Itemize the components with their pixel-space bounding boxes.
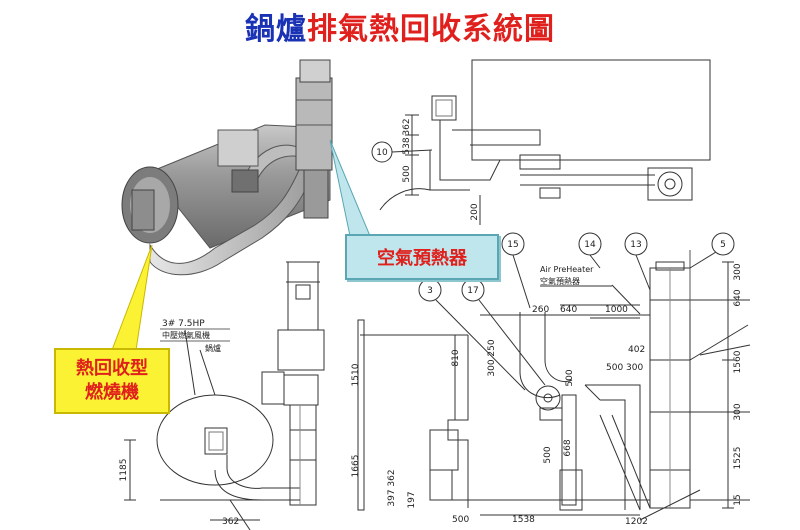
- dim-362-side: 362: [222, 517, 239, 527]
- dim-1000: 1000: [605, 305, 628, 315]
- fan-spec-label: 3# 7.5HP: [162, 319, 205, 329]
- balloon-10: 10: [371, 141, 433, 163]
- title-part-boiler: 鍋爐: [245, 12, 307, 47]
- air-preheater-pointer: [329, 139, 371, 237]
- dim-260: 260: [532, 305, 549, 315]
- dim-640: 640: [560, 305, 577, 315]
- dim-300-right: 300: [733, 403, 743, 420]
- dim-640-right: 640: [733, 289, 743, 306]
- heat-recovery-line-1: 熱回收型: [76, 358, 148, 379]
- balloon-13: 13: [624, 232, 651, 291]
- title-part-system: 排氣熱回收系統圖: [307, 12, 555, 47]
- balloon-5: 5: [689, 232, 735, 269]
- air-preheater-callout-text: 空氣預熱器: [377, 248, 467, 269]
- dim-500-bottom: 500: [452, 515, 469, 525]
- dim-197: 197: [407, 491, 417, 508]
- dim-397-362: 397 362: [387, 469, 397, 506]
- plan-view: [379, 59, 711, 225]
- heat-recovery-pointer: [111, 244, 153, 351]
- air-preheater-zh-label: 空氣預熱器: [540, 276, 580, 286]
- svg-text:5: 5: [720, 240, 726, 250]
- svg-text:15: 15: [507, 240, 518, 250]
- boiler-name-label: 鍋爐: [205, 343, 221, 353]
- system-drawing: 362 538 500 200 3# 7.5HP 中壓燃氣風機 鍋爐 1185 …: [111, 59, 751, 530]
- front-elevation: [357, 250, 751, 521]
- dim-1538: 1538: [512, 515, 535, 525]
- dim-362-plan: 362: [402, 118, 412, 135]
- dim-15: 15: [733, 494, 743, 505]
- fan-name-label: 中壓燃氣風機: [162, 330, 210, 340]
- svg-text:10: 10: [376, 148, 388, 158]
- balloon-17: 17: [461, 278, 546, 386]
- svg-text:14: 14: [584, 240, 596, 250]
- dim-500-vert: 500: [565, 369, 575, 386]
- svg-text:17: 17: [467, 286, 478, 296]
- dim-500-lower: 500: [543, 446, 553, 463]
- balloon-15: 15: [501, 232, 531, 309]
- dim-1510: 1510: [351, 363, 361, 386]
- dim-668: 668: [563, 439, 573, 456]
- dim-402: 402: [628, 345, 645, 355]
- dim-810: 810: [451, 349, 461, 366]
- heat-recovery-line-2: 燃燒機: [85, 382, 139, 403]
- dim-1525: 1525: [733, 447, 743, 470]
- side-elevation: [124, 261, 325, 530]
- dim-1560: 1560: [733, 350, 743, 373]
- dim-1665: 1665: [351, 455, 361, 478]
- balloon-3: 3: [418, 278, 526, 391]
- balloon-14: 14: [578, 232, 602, 269]
- dim-300-top-right: 300: [733, 263, 743, 280]
- dim-300-250: 300 250: [487, 339, 497, 376]
- page-title: 鍋爐排氣熱回收系統圖: [0, 4, 800, 48]
- air-preheater-callout: 空氣預熱器: [345, 234, 499, 280]
- dim-500-plan: 500: [402, 165, 412, 182]
- air-preheater-en-label: Air PreHeater: [540, 265, 594, 274]
- dim-1185: 1185: [119, 459, 129, 482]
- dim-200-plan: 200: [470, 203, 480, 220]
- dim-1202: 1202: [625, 517, 648, 527]
- iso-boiler-view: [121, 59, 333, 276]
- dim-538-plan: 538: [402, 137, 412, 154]
- heat-recovery-burner-callout: 熱回收型 燃燒機: [54, 348, 170, 414]
- dim-500-300: 500 300: [606, 363, 643, 373]
- svg-text:3: 3: [427, 286, 433, 296]
- svg-text:13: 13: [630, 240, 641, 250]
